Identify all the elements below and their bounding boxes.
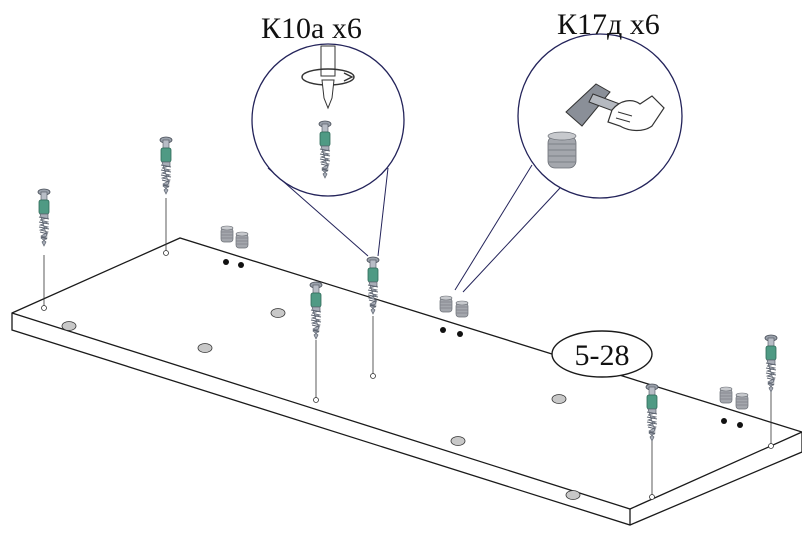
screwdriver-rotation-icon [301, 45, 355, 110]
part-label-k17d: К17д х6 [557, 8, 660, 41]
callout-hammer [454, 33, 683, 293]
board-holes [61, 308, 581, 500]
panel-id-label: 5-28 [575, 339, 630, 372]
board-panel [11, 237, 802, 526]
dowel-large [547, 131, 577, 169]
callout-screwdriver [251, 43, 405, 257]
dowel-holes [223, 259, 743, 428]
hand-icon [607, 95, 665, 132]
screw-guide-lines [43, 198, 772, 495]
part-label-k10a: К10а х6 [261, 12, 362, 45]
screw-holes [41, 250, 774, 500]
panel-id-badge: 5-28 [551, 330, 653, 378]
